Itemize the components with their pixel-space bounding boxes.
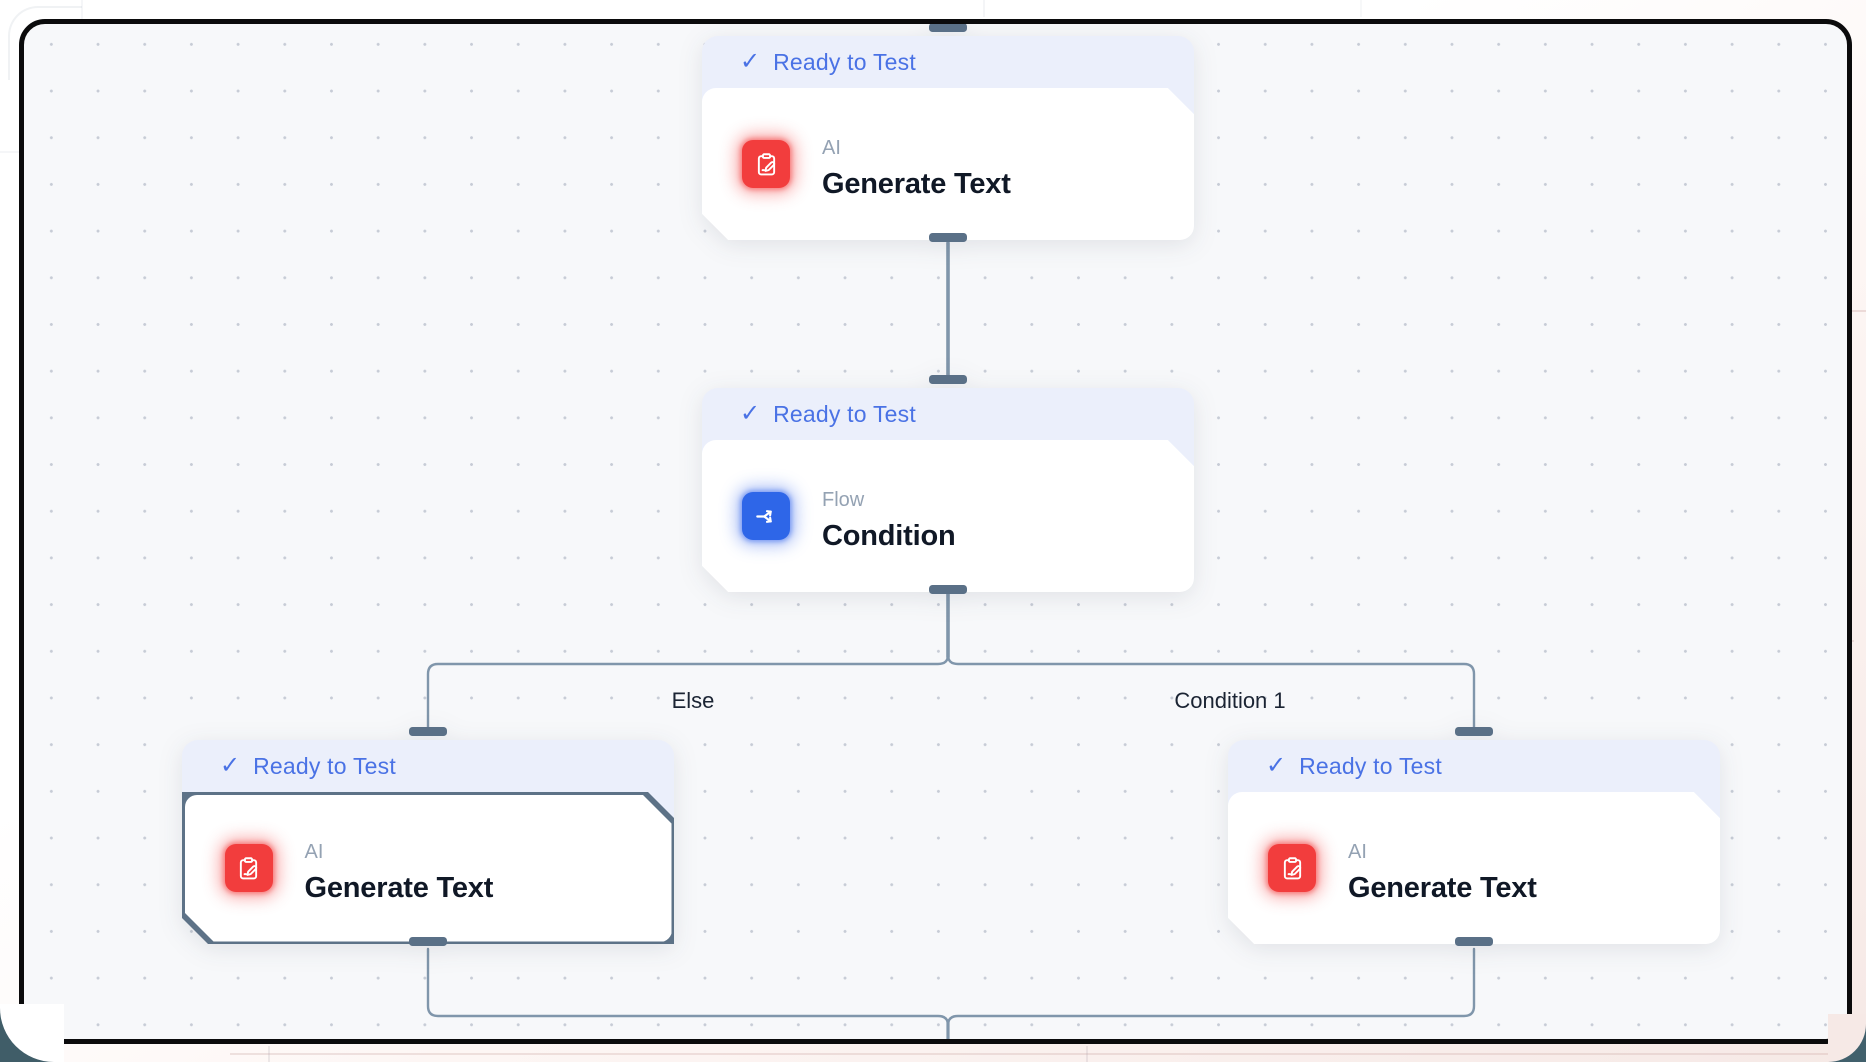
check-icon: ✓: [1266, 752, 1287, 779]
input-handle[interactable]: [929, 375, 967, 384]
page-seam: [268, 1046, 270, 1062]
check-icon: ✓: [740, 48, 761, 75]
input-handle[interactable]: [1455, 727, 1493, 736]
check-icon: ✓: [220, 752, 241, 779]
output-handle[interactable]: [929, 585, 967, 594]
edge-merge-right: [946, 947, 1476, 1027]
page-seam: [1360, 0, 1362, 17]
page-seam: [1852, 310, 1866, 312]
edge-label-else[interactable]: Else: [671, 688, 715, 713]
node-condition[interactable]: ✓ Ready to Test Flo: [702, 375, 1194, 594]
clipboard-pen-icon: [742, 140, 790, 188]
edge-label-condition1[interactable]: Condition 1: [1174, 688, 1286, 713]
node-title: Condition: [822, 520, 956, 552]
node-generate-text-cond1[interactable]: ✓ Ready to Test AI Generat: [1228, 727, 1720, 946]
edge-branch-else: [426, 653, 950, 733]
edge-branch-condition1: [946, 653, 1476, 733]
edge-merge-left: [426, 947, 950, 1027]
clipboard-pen-icon: [1268, 844, 1316, 892]
status-text: Ready to Test: [773, 400, 916, 427]
page-seam: [983, 0, 985, 17]
node-title: Generate Text: [822, 168, 1011, 200]
workflow-canvas[interactable]: Else Condition 1 ✓ Ready to Test: [19, 19, 1852, 1044]
node-category: AI: [822, 137, 841, 159]
status-text: Ready to Test: [1299, 752, 1442, 779]
node-category: Flow: [822, 489, 865, 511]
node-generate-text-else[interactable]: ✓ Ready to Test AI Generat: [182, 727, 674, 946]
output-handle[interactable]: [929, 233, 967, 242]
clipboard-pen-icon: [225, 844, 273, 892]
node-card[interactable]: AI Generate Text: [1228, 792, 1720, 944]
status-text: Ready to Test: [773, 48, 916, 75]
node-title: Generate Text: [304, 872, 494, 904]
node-card[interactable]: Flow Condition: [702, 440, 1194, 592]
input-handle[interactable]: [409, 727, 447, 736]
check-icon: ✓: [740, 400, 761, 427]
node-generate-text-top[interactable]: ✓ Ready to Test AI Generat: [702, 23, 1194, 242]
split-arrow-icon: [742, 492, 790, 540]
node-category: AI: [304, 841, 324, 863]
node-card[interactable]: AI Generate Text: [702, 88, 1194, 240]
page-seam: [230, 1053, 1866, 1055]
node-title: Generate Text: [1348, 872, 1537, 904]
node-card-selected[interactable]: AI Generate Text: [182, 792, 674, 944]
output-handle[interactable]: [409, 937, 447, 946]
output-handle[interactable]: [1455, 937, 1493, 946]
page-seam: [1086, 1046, 1088, 1062]
status-text: Ready to Test: [253, 752, 396, 779]
input-handle[interactable]: [929, 23, 967, 32]
edge-layer: [426, 241, 1476, 1043]
node-category: AI: [1348, 841, 1367, 863]
canvas-world: Else Condition 1 ✓ Ready to Test: [19, 19, 1852, 1044]
page-seam: [1852, 640, 1854, 642]
